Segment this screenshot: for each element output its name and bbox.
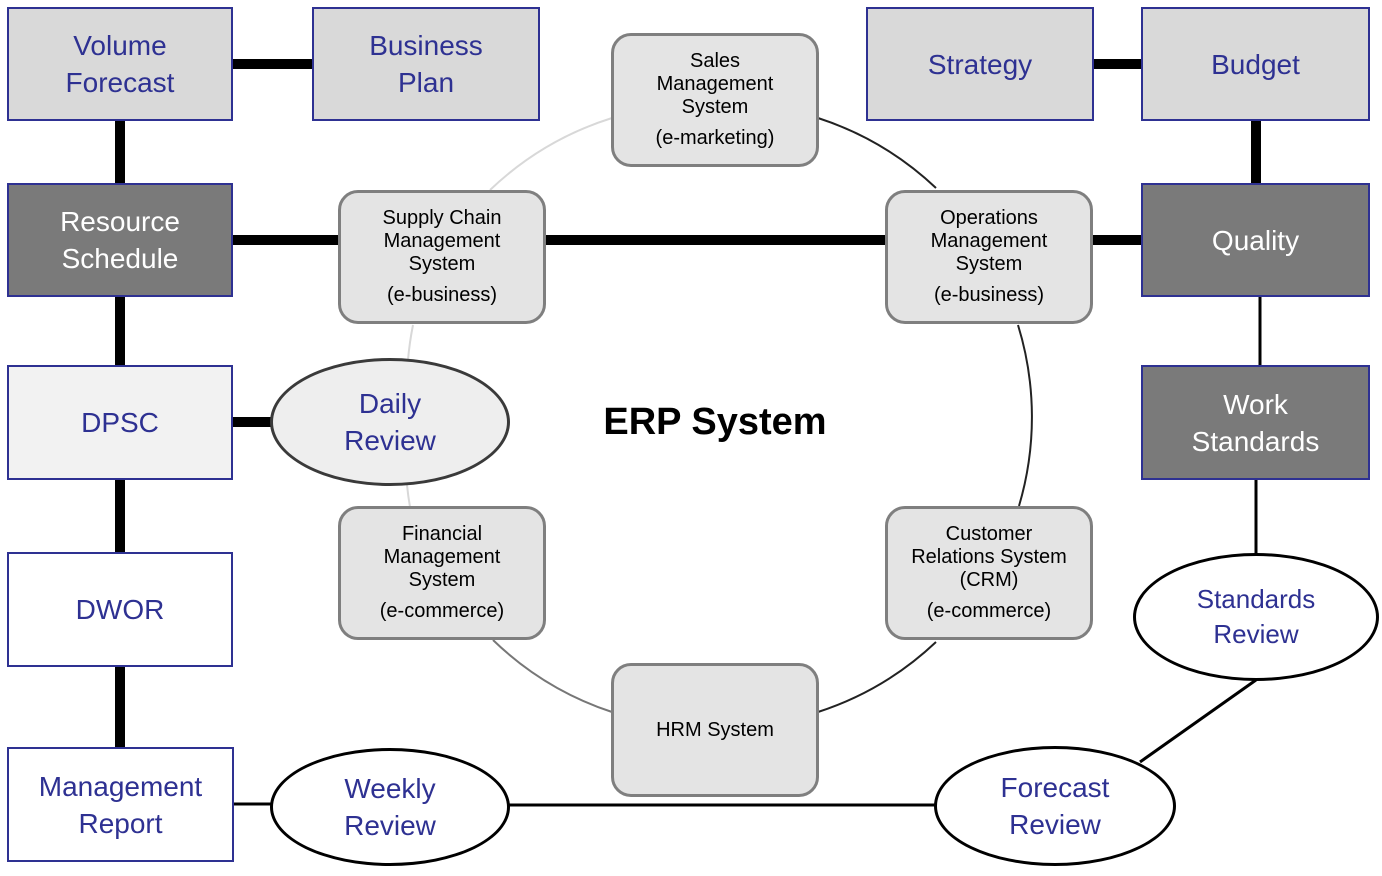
erp-system-title: ERP System xyxy=(603,401,827,443)
financial-module-tag: (e-commerce) xyxy=(379,600,505,622)
dwor-box: DWOR xyxy=(7,552,233,667)
daily-review-oval: Daily Review xyxy=(270,358,510,486)
sales-module-name: Sales Management System xyxy=(656,50,774,118)
link-standards-forecast xyxy=(1139,678,1257,764)
management-report-box: Management Report xyxy=(7,747,234,862)
customer-relations-module-tag: (e-commerce) xyxy=(926,600,1052,622)
weekly-review-oval: Weekly Review xyxy=(270,748,510,866)
quality-box: Quality xyxy=(1141,183,1370,297)
customer-relations-module: Customer Relations System (CRM) (e-comme… xyxy=(885,506,1093,640)
operations-module: Operations Management System (e-business… xyxy=(885,190,1093,324)
sales-module: Sales Management System (e-marketing) xyxy=(611,33,819,167)
ring-arc-left-lower xyxy=(406,484,411,508)
financial-module-name: Financial Management System xyxy=(383,523,501,591)
ring-arc-bottom-right xyxy=(817,641,937,713)
ring-arc-right xyxy=(1017,324,1033,507)
ring-arc-top-right xyxy=(817,117,937,189)
standards-review-oval: Standards Review xyxy=(1133,553,1379,681)
supply-chain-module-name: Supply Chain Management System xyxy=(382,207,502,275)
business-plan-box: Business Plan xyxy=(312,7,540,121)
supply-chain-module: Supply Chain Management System (e-busine… xyxy=(338,190,546,324)
forecast-review-oval: Forecast Review xyxy=(934,746,1176,866)
hrm-module: HRM System xyxy=(611,663,819,797)
customer-relations-module-name: Customer Relations System (CRM) xyxy=(911,523,1067,591)
dpsc-box: DPSC xyxy=(7,365,233,480)
budget-box: Budget xyxy=(1141,7,1370,121)
ring-arc-bottom-left xyxy=(492,639,613,713)
strategy-box: Strategy xyxy=(866,7,1094,121)
operations-module-tag: (e-business) xyxy=(933,284,1045,306)
work-standards-box: Work Standards xyxy=(1141,365,1370,480)
resource-schedule-box: Resource Schedule xyxy=(7,183,233,297)
operations-module-name: Operations Management System xyxy=(930,207,1048,275)
ring-arc-top-left xyxy=(489,117,613,191)
supply-chain-module-tag: (e-business) xyxy=(386,284,498,306)
hrm-module-name: HRM System xyxy=(656,718,774,741)
sales-module-tag: (e-marketing) xyxy=(655,127,775,149)
financial-module: Financial Management System (e-commerce) xyxy=(338,506,546,640)
volume-forecast-box: Volume Forecast xyxy=(7,7,233,121)
ring-arc-left xyxy=(407,324,414,361)
